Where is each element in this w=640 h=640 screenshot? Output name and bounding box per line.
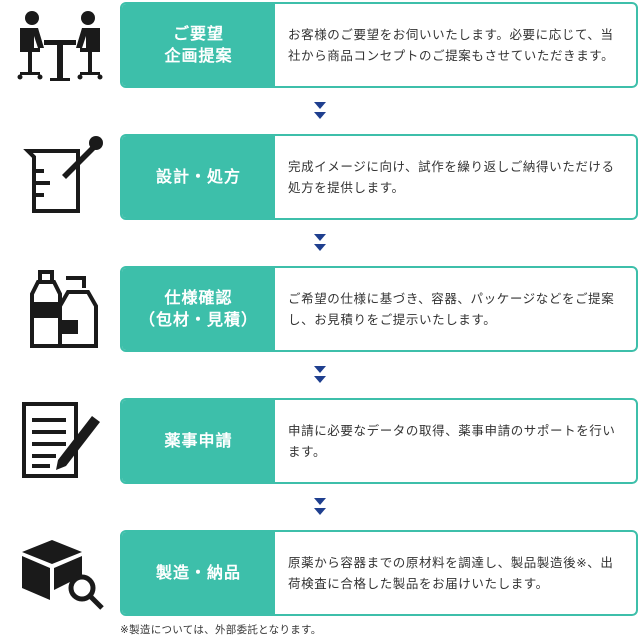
step-description: 完成イメージに向け、試作を繰り返しご納得いただける処方を提供します。 [288, 159, 615, 195]
step-title: 薬事申請 [122, 400, 275, 482]
chevron-down-icon [313, 497, 327, 517]
step-title-line: （包材・見積） [138, 310, 258, 329]
step-title: 設計・処方 [122, 136, 275, 218]
step-card-specification: 仕様確認 （包材・見積） ご希望の仕様に基づき、容器、パッケージなどをご提案し、… [120, 266, 638, 352]
step-description: 原薬から容器までの原材料を調達し、製品製造後※、出荷検査に合格した製品をお届けい… [288, 555, 614, 591]
step-description: 申請に必要なデータの取得、薬事申請のサポートを行います。 [288, 423, 616, 459]
step-title: 製造・納品 [122, 532, 275, 614]
beaker-icon [10, 135, 110, 215]
step-description: ご希望の仕様に基づき、容器、パッケージなどをご提案し、お見積りをご提示いたします… [288, 291, 615, 327]
step-card-request: ご要望 企画提案 お客様のご要望をお伺いいたします。必要に応じて、当社から商品コ… [120, 2, 638, 88]
step-title-line: 設計・処方 [155, 167, 241, 186]
chevron-down-icon [313, 233, 327, 253]
step-card-design: 設計・処方 完成イメージに向け、試作を繰り返しご納得いただける処方を提供します。 [120, 134, 638, 220]
step-title-line: 企画提案 [164, 46, 233, 65]
step-card-manufacturing: 製造・納品 原薬から容器までの原材料を調達し、製品製造後※、出荷検査に合格した製… [120, 530, 638, 616]
step-title: 仕様確認 （包材・見積） [122, 268, 275, 350]
chevron-down-icon [313, 101, 327, 121]
step-title-line: 薬事申請 [164, 431, 233, 450]
step-title-line: 仕様確認 [164, 288, 233, 307]
step-title-line: 製造・納品 [155, 563, 241, 582]
box-inspect-icon [10, 532, 110, 612]
step-card-regulatory: 薬事申請 申請に必要なデータの取得、薬事申請のサポートを行います。 [120, 398, 638, 484]
step-description: お客様のご要望をお伺いいたします。必要に応じて、当社から商品コンセプトのご提案も… [288, 27, 615, 63]
document-pen-icon [10, 400, 110, 480]
meeting-icon [10, 6, 110, 86]
bottles-icon [10, 268, 110, 348]
chevron-down-icon [313, 365, 327, 385]
footnote: ※製造については、外部委託となります。 [120, 624, 322, 636]
step-title-line: ご要望 [172, 24, 224, 43]
step-title: ご要望 企画提案 [122, 4, 275, 86]
